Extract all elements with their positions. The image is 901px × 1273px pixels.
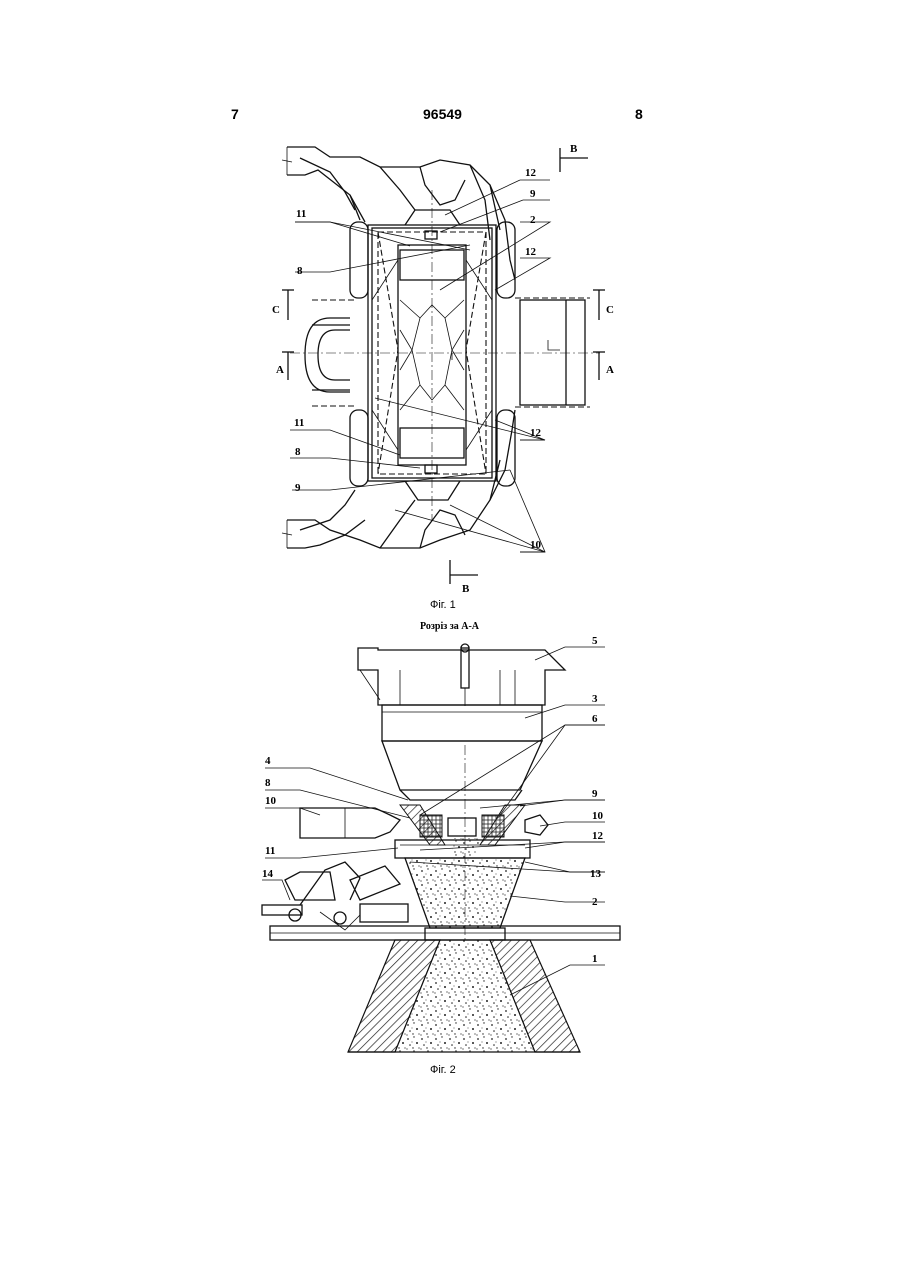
- callout-11-bottom: 11: [294, 417, 304, 429]
- figure1-drawing: [282, 147, 605, 584]
- figure2-drawing: [262, 644, 620, 1052]
- callout-8-bottom: 8: [295, 446, 301, 458]
- callout-10-right: 10: [592, 810, 604, 822]
- callout-12-right: 12: [525, 246, 537, 258]
- callout-10: 10: [530, 539, 542, 551]
- callout-12-bottom: 12: [530, 427, 542, 439]
- section-mark-a-left: A: [276, 364, 284, 376]
- callout-1: 1: [592, 953, 598, 965]
- callout-11: 11: [265, 845, 275, 857]
- callout-14: 14: [262, 868, 274, 880]
- callout-3: 3: [592, 693, 598, 705]
- callout-2: 2: [592, 896, 598, 908]
- callout-13: 13: [590, 868, 602, 880]
- callout-2: 2: [530, 214, 536, 226]
- section-mark-b-top: B: [570, 143, 578, 155]
- section-arrows: [282, 148, 605, 584]
- section-mark-a-right: A: [606, 364, 614, 376]
- callout-8: 8: [265, 777, 271, 789]
- callout-6: 6: [592, 713, 598, 725]
- figure1-labels: B B C C A A 12 9 11 2 8 12 11 8 9 12 10: [272, 143, 614, 595]
- callout-9: 9: [592, 788, 598, 800]
- callout-10-left: 10: [265, 795, 277, 807]
- callout-9-top: 9: [530, 188, 536, 200]
- section-mark-c-right: C: [606, 304, 614, 316]
- section-mark-b-bottom: B: [462, 583, 470, 595]
- section-mark-c-left: C: [272, 304, 280, 316]
- callout-11-top: 11: [296, 208, 306, 220]
- callout-5: 5: [592, 635, 598, 647]
- callout-4: 4: [265, 755, 271, 767]
- callout-12: 12: [592, 830, 604, 842]
- callout-8-top: 8: [297, 265, 303, 277]
- callout-9-bottom: 9: [295, 482, 301, 494]
- callout-12-top: 12: [525, 167, 537, 179]
